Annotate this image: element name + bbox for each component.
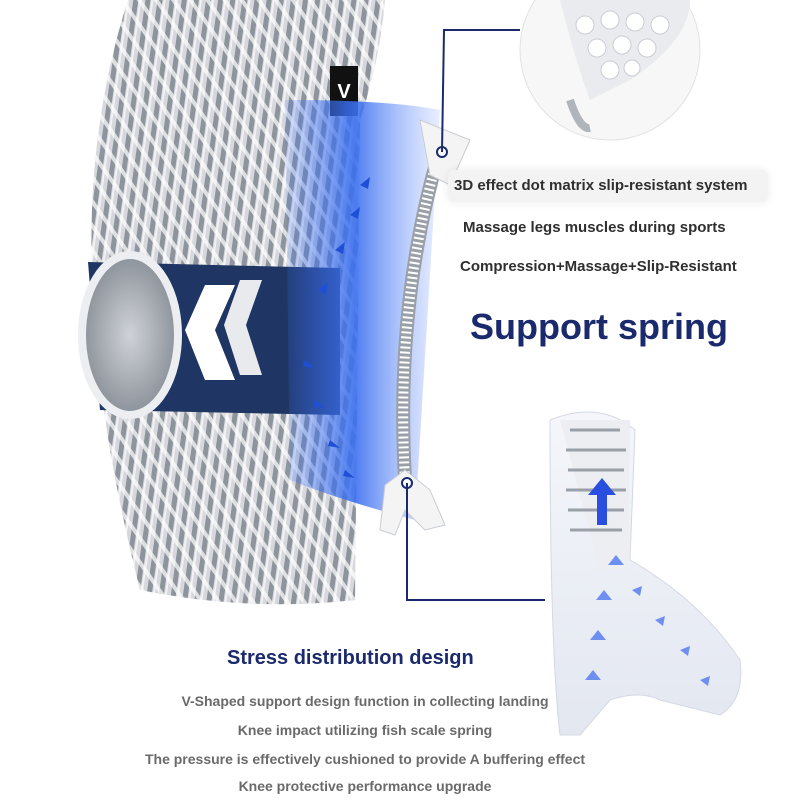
- bottom-feature-cushion: The pressure is effectively cushioned to…: [144, 751, 586, 767]
- bottom-feature-fish-scale: Knee impact utilizing fish scale spring: [237, 722, 493, 738]
- feature-highlight-box: [448, 170, 768, 202]
- stress-distribution-title: Stress distribution design: [227, 647, 474, 669]
- bottom-feature-v-shaped: V-Shaped support design function in coll…: [181, 693, 549, 709]
- bottom-feature-upgrade: Knee protective performance upgrade: [238, 778, 492, 794]
- support-spring-title: Support spring: [470, 306, 728, 347]
- spread-arrows: [585, 555, 710, 686]
- brand-mark-text: V: [337, 81, 351, 103]
- feature-line-massage: Massage legs muscles during sports: [463, 219, 726, 236]
- feature-line-dot-matrix: 3D effect dot matrix slip-resistant syst…: [454, 177, 748, 194]
- feature-line-compression: Compression+Massage+Slip-Resistant: [460, 258, 737, 275]
- downward-arrows: [303, 360, 355, 478]
- upward-arrows: [318, 177, 370, 294]
- up-arrow-main: [588, 478, 616, 525]
